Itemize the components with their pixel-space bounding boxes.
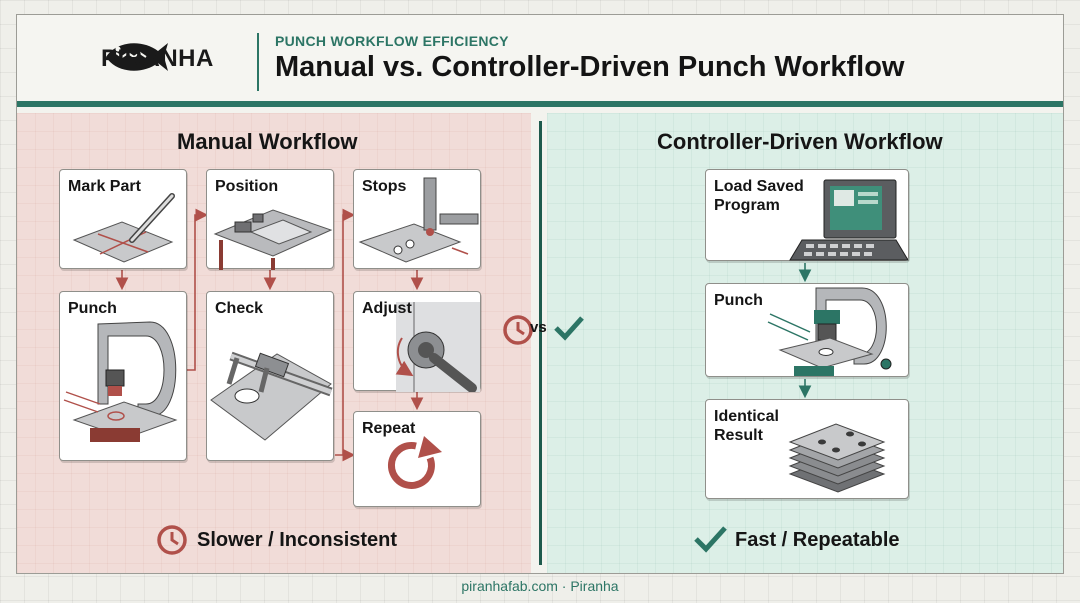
step-card-adjust: Adjust — [353, 291, 481, 392]
step-label: Check — [215, 300, 264, 317]
step-label: Mark Part — [68, 178, 141, 195]
check-icon — [554, 316, 584, 341]
step-card-check: Check — [206, 291, 334, 461]
step-card-identical-result: Identical Result — [705, 399, 909, 499]
brand-name: PIRANHA — [101, 45, 214, 72]
step-label: Stops — [362, 178, 407, 195]
header: PIRANHA PUNCH WORKFLOW EFFICIENCY Manual… — [17, 15, 1063, 107]
manual-status: Slower / Inconsistent — [197, 529, 398, 551]
step-label: Adjust — [362, 300, 412, 317]
clock-icon — [157, 525, 187, 555]
clock-icon — [503, 315, 533, 345]
step-label: Position — [215, 178, 279, 195]
position-table-icon — [213, 209, 333, 270]
step-card-punch: Punch — [59, 291, 187, 461]
step-label: Identical Result — [714, 408, 779, 444]
step-card-mark-part: Mark Part — [59, 169, 187, 269]
repeat-icon — [387, 436, 442, 489]
footer-text: piranhafab.com · Piranha — [461, 578, 619, 594]
mark-part-icon — [72, 193, 175, 263]
step-card-repeat: Repeat — [353, 411, 481, 507]
wrench-adjust-icon — [395, 302, 480, 392]
step-card-position: Position — [206, 169, 334, 270]
flow-arrows — [115, 208, 812, 462]
step-label: Punch — [714, 292, 763, 309]
cnc-controller-icon — [789, 179, 909, 261]
page-title: Manual vs. Controller-Driven Punch Workf… — [275, 51, 905, 83]
punch-press-icon — [63, 321, 178, 442]
controller-panel-title: Controller-Driven Workflow — [657, 129, 943, 154]
caliper-icon — [210, 351, 333, 441]
controller-status: Fast / Repeatable — [735, 529, 900, 551]
stops-icon — [358, 177, 479, 263]
stacked-plates-icon — [788, 423, 886, 493]
step-card-stops: Stops — [353, 169, 481, 269]
step-card-controller-punch: Punch — [705, 283, 909, 377]
infographic-frame: PIRANHA PUNCH WORKFLOW EFFICIENCY Manual… — [16, 14, 1064, 574]
manual-panel-title: Manual Workflow — [177, 129, 358, 154]
step-label: Repeat — [362, 420, 416, 437]
header-eyebrow: PUNCH WORKFLOW EFFICIENCY — [275, 33, 509, 49]
step-label: Load Saved Program — [714, 178, 804, 214]
center-divider — [539, 121, 542, 565]
check-icon — [694, 526, 727, 553]
step-card-load-program: Load Saved Program — [705, 169, 909, 261]
header-divider — [257, 33, 259, 91]
step-label: Punch — [68, 300, 117, 317]
vs-label: vs — [530, 319, 547, 336]
piranha-fish-icon — [106, 43, 168, 71]
punch-press-icon — [767, 287, 892, 376]
